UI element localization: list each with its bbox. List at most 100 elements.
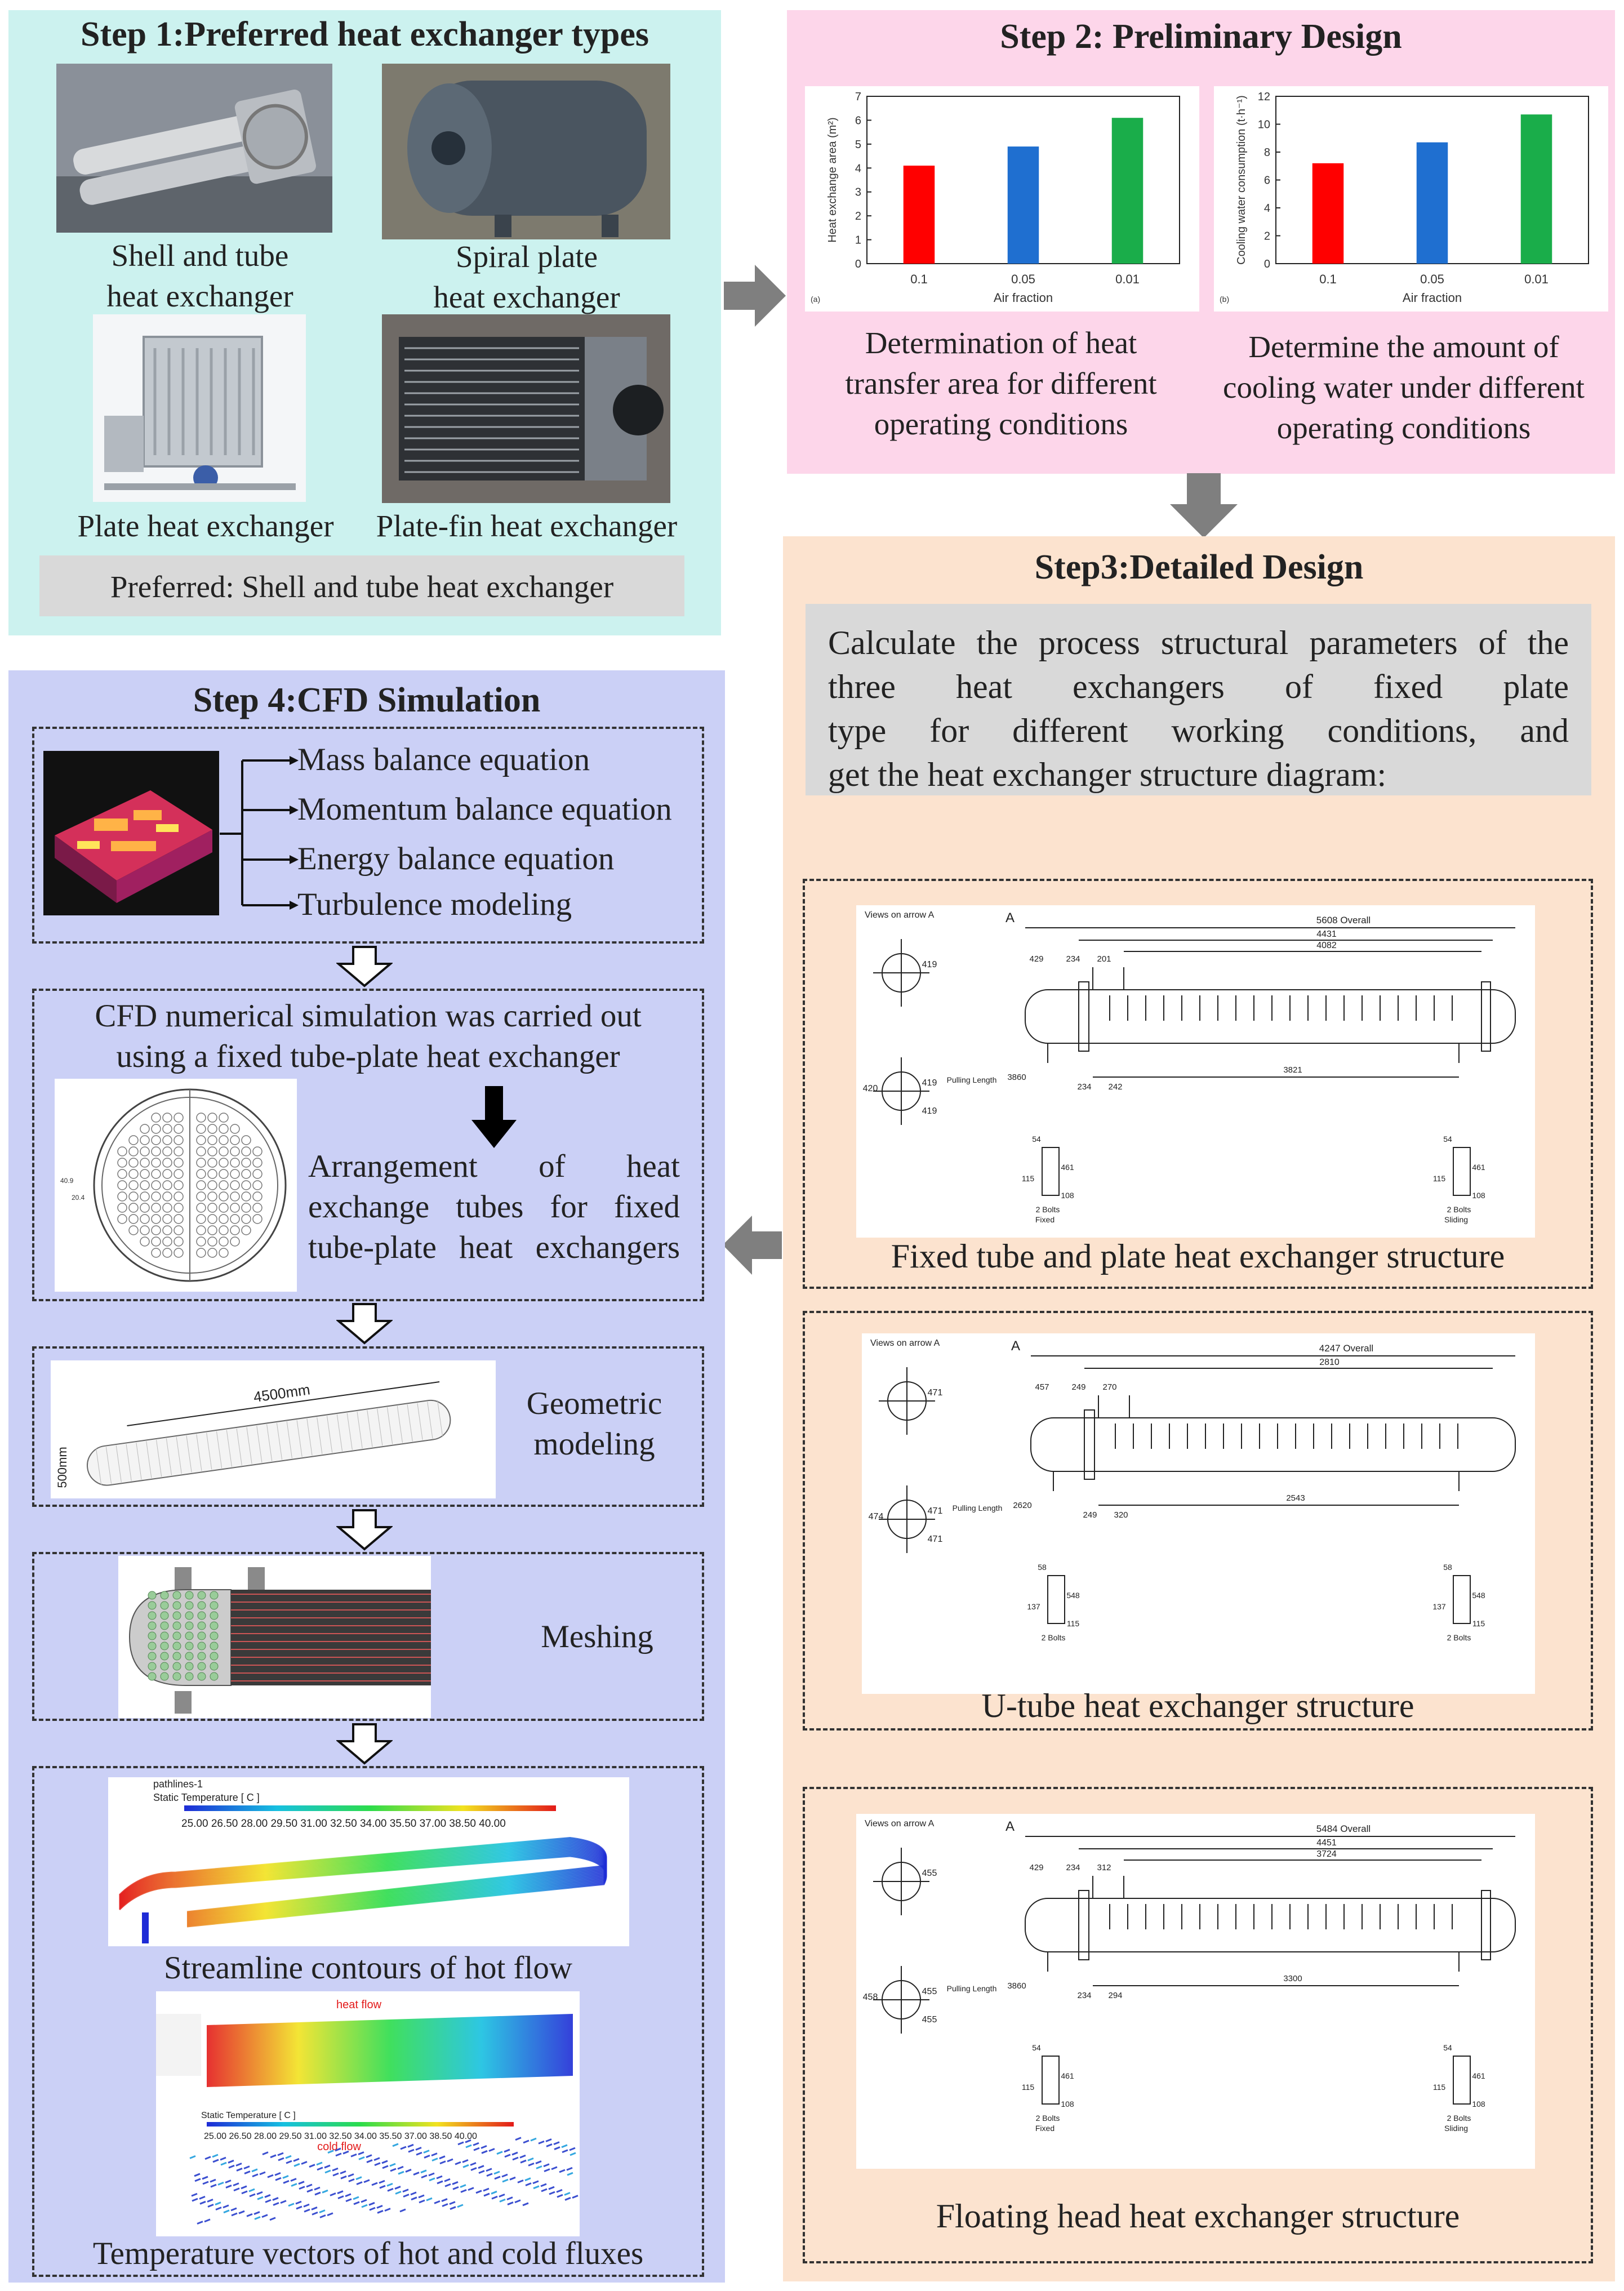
- cold-vector: [233, 2187, 240, 2192]
- cold-vector: [543, 2163, 550, 2168]
- cold-vector: [345, 2193, 352, 2197]
- mesh-line: [256, 1425, 262, 1463]
- mesh-line: [336, 1414, 343, 1452]
- cold-vector: [449, 2201, 456, 2205]
- cold-vector: [353, 2196, 359, 2200]
- cold-vector: [523, 2139, 530, 2144]
- tube-hole: [196, 1158, 206, 1168]
- support-dim: 108: [1061, 2099, 1074, 2108]
- tube-hole: [219, 1225, 229, 1235]
- tube-hole: [207, 1169, 217, 1179]
- cold-vector: [286, 2160, 292, 2164]
- support-right: [1453, 1147, 1471, 1196]
- mesh-line: [146, 1441, 152, 1478]
- mesh-line: [156, 1439, 162, 1477]
- cold-vector: [319, 2209, 326, 2213]
- mesh-cell: [210, 1591, 219, 1600]
- mesh-cell: [148, 1662, 157, 1671]
- drawing-fixed-tube-box: [803, 879, 1593, 1289]
- tube-hole: [128, 1180, 139, 1190]
- tube-hole: [140, 1180, 150, 1190]
- dim-bottom: 294: [1108, 1991, 1122, 2000]
- tube-hole: [252, 1191, 262, 1202]
- cold-vector: [306, 2188, 313, 2193]
- mesh-cell: [197, 1672, 206, 1681]
- support-dim: 54: [1032, 1135, 1041, 1144]
- tube-hole: [162, 1135, 172, 1145]
- cold-vector: [340, 2175, 347, 2179]
- cold-vector: [241, 2185, 247, 2190]
- geometric-text-1: Geometric: [526, 1386, 662, 1421]
- cold-vector: [194, 2173, 201, 2177]
- cold-vector: [264, 2194, 271, 2198]
- tube-hole: [128, 1225, 139, 1235]
- support-dim: 461: [1061, 2071, 1074, 2080]
- tube-hole: [230, 1191, 240, 1202]
- tube-hole: [219, 1248, 229, 1258]
- tube-hole: [196, 1113, 206, 1123]
- cold-vector: [254, 2216, 261, 2220]
- tube-hole: [151, 1124, 161, 1134]
- cold-vector: [390, 2168, 397, 2172]
- mesh-line: [196, 1434, 202, 1471]
- cold-vector: [442, 2203, 448, 2207]
- tube-hole: [140, 1124, 150, 1134]
- cold-vector: [506, 2196, 513, 2201]
- mesh-tube-bundle: [231, 1590, 431, 1685]
- y-tick-label: 2: [855, 210, 861, 223]
- cold-vector: [382, 2165, 389, 2169]
- cold-vector: [386, 2183, 393, 2187]
- mesh-cell: [160, 1621, 169, 1630]
- cold-vector: [324, 2164, 331, 2169]
- mesh-cell: [185, 1641, 194, 1651]
- cold-vector: [225, 2185, 232, 2188]
- tube-hole: [173, 1203, 184, 1213]
- tube-hole: [241, 1158, 251, 1168]
- cold-vector: [564, 2192, 571, 2196]
- mesh-cell: [210, 1631, 219, 1640]
- streamline: [118, 1836, 607, 1913]
- side-dim: 471: [928, 1534, 943, 1544]
- tube-hole: [196, 1135, 206, 1145]
- cold-vector: [355, 2176, 362, 2181]
- mesh-line: [96, 1448, 102, 1485]
- x-axis-label: Air fraction: [1403, 291, 1462, 305]
- cold-vector: [515, 2137, 522, 2141]
- cold-vector: [468, 2187, 474, 2191]
- step3-text-box: [806, 604, 1591, 795]
- mesh-cell: [185, 1621, 194, 1630]
- mesh-cell: [197, 1611, 206, 1620]
- cold-vector: [194, 2178, 201, 2182]
- x-tick-label: 0.01: [1115, 272, 1140, 286]
- cold-vector: [262, 2151, 269, 2156]
- tube-hole: [128, 1191, 139, 1202]
- y-tick-label: 3: [855, 186, 861, 199]
- tube-hole: [219, 1191, 229, 1202]
- tube-hole: [162, 1158, 172, 1168]
- cold-vector: [252, 2173, 259, 2178]
- tube-hole: [173, 1214, 184, 1224]
- drawing-fixed-tube-caption: Fixed tube and plate heat exchanger stru…: [891, 1238, 1505, 1275]
- mesh-cell: [185, 1672, 194, 1681]
- cold-vector: [499, 2199, 506, 2203]
- end-flange: [1481, 981, 1491, 1052]
- dim-top: 4082: [1316, 941, 1337, 950]
- cold-vector: [282, 2175, 289, 2179]
- bar-0.01: [1520, 114, 1552, 264]
- support-type: Fixed: [1035, 2124, 1055, 2133]
- tube-hole: [140, 1135, 150, 1145]
- y-tick-label: 6: [1264, 175, 1270, 187]
- cold-vector: [436, 2175, 443, 2179]
- tube-hole: [230, 1146, 240, 1156]
- mesh-cell: [210, 1652, 219, 1661]
- cold-vector: [379, 2185, 386, 2189]
- mesh-cell: [210, 1641, 219, 1651]
- step3-text-2: three heat exchangers of fixed plate: [828, 668, 1569, 705]
- tube-hole: [162, 1180, 172, 1190]
- tube-hole: [162, 1214, 172, 1224]
- mesh-line: [126, 1444, 132, 1481]
- cold-vector: [541, 2188, 548, 2192]
- tube-hole: [162, 1203, 172, 1213]
- drawing-lines: [873, 1836, 1516, 2105]
- cold-vector: [244, 2170, 251, 2174]
